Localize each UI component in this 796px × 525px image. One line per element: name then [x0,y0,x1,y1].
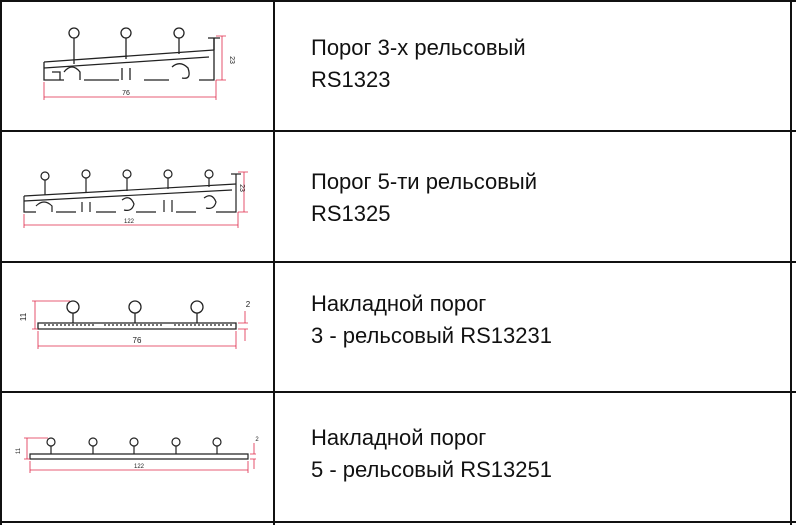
height-dimension-label: 23 [228,56,235,64]
width-dimension-label: 76 [122,90,130,97]
height-dimension-label: 11 [19,312,28,321]
table-border-top [0,0,796,2]
threshold-5-rail-drawing: 122 23 [4,132,272,261]
product-code: 3 - рельсовый RS13231 [311,323,552,348]
column-divider [273,0,275,525]
width-dimension-label: 76 [133,336,142,345]
product-code: RS1323 [311,67,391,92]
width-dimension-label: 122 [134,464,145,470]
table-border-bottom [0,521,796,523]
height-dimension-label: 23 [238,184,245,192]
row-divider [0,130,796,132]
thickness-dimension-label: 2 [255,437,259,443]
product-title: Порог 5-ти рельсовый [311,169,538,194]
table-border-left [0,0,2,525]
table-row: 76 23 Порог 3-х рельсовый RS1323 [0,2,796,130]
product-name: Накладной порог 5 - рельсовый RS13251 [311,422,552,486]
table-row: 122 11 2 Накладной порог 5 - рельсовый R… [0,393,796,521]
width-dimension-label: 122 [124,219,135,225]
height-dimension-label: 11 [16,447,22,454]
product-code: RS1325 [311,201,391,226]
product-title: Накладной порог [311,291,487,316]
row-divider [0,261,796,263]
product-title: Накладной порог [311,425,487,450]
table-border-right [790,0,792,525]
product-name: Порог 5-ти рельсовый RS1325 [311,166,537,230]
overlay-threshold-5-rail-drawing: 122 11 2 [4,393,272,521]
product-name: Накладной порог 3 - рельсовый RS13231 [311,288,552,352]
product-name: Порог 3-х рельсовый RS1323 [311,32,526,96]
product-code: 5 - рельсовый RS13251 [311,457,552,482]
row-divider [0,391,796,393]
table-row: 76 11 2 Накладной порог 3 - рельсовый RS… [0,263,796,391]
product-title: Порог 3-х рельсовый [311,35,526,60]
table-row: 122 23 Порог 5-ти рельсовый RS1325 [0,132,796,261]
thickness-dimension-label: 2 [246,300,251,309]
threshold-3-rail-drawing: 76 23 [4,2,272,130]
overlay-threshold-3-rail-drawing: 76 11 2 [4,263,272,391]
